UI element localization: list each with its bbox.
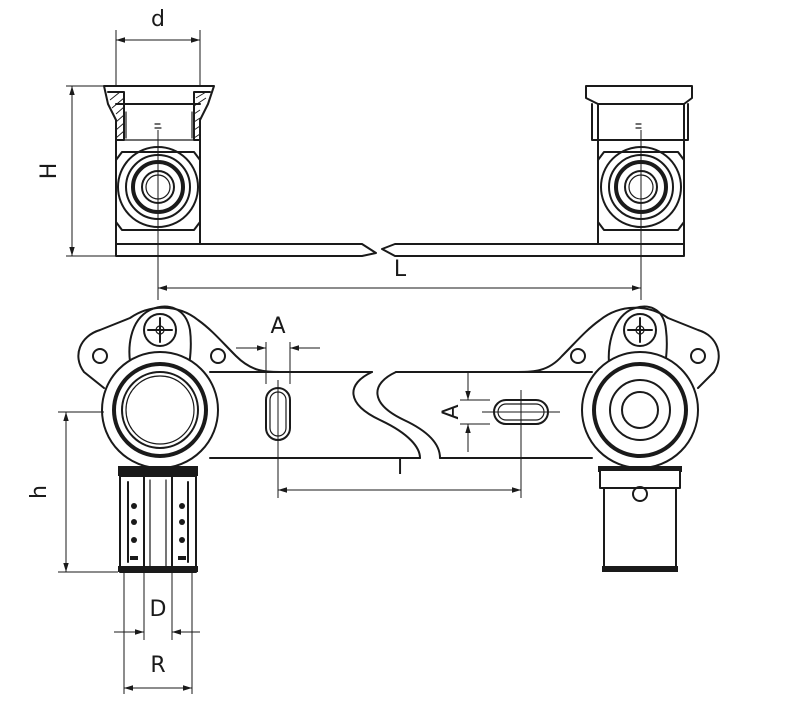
front-view: A A l: [27, 305, 720, 694]
label-R: R: [150, 653, 165, 678]
slot-horizontal: [482, 390, 560, 498]
right-body-front: [581, 351, 699, 469]
left-elbow-hatch: [107, 91, 211, 141]
right-mounting-ear: [517, 305, 720, 389]
right-elbow-view: [585, 85, 693, 245]
label-H: H: [37, 163, 62, 180]
left-press-fitting-seals: [130, 503, 186, 560]
label-D: D: [150, 597, 167, 622]
right-press-fitting-view: [598, 466, 682, 572]
dimension-H: H: [37, 85, 116, 257]
dimension-R: R: [123, 572, 193, 694]
left-press-fitting-section: [118, 466, 198, 573]
dimension-A-vertical: A: [439, 372, 490, 452]
label-A-vertical: A: [439, 404, 464, 419]
slot-vertical: [265, 380, 291, 498]
label-A-horizontal: A: [270, 314, 285, 339]
label-h: h: [27, 485, 52, 499]
dimension-L: L: [157, 130, 642, 300]
label-d: d: [151, 7, 165, 32]
left-body-front: [101, 351, 219, 469]
left-elbow-section: [103, 85, 215, 245]
top-view: d H L: [37, 7, 693, 300]
left-mounting-ear: [77, 305, 281, 389]
mounting-bar: [209, 371, 593, 459]
dimension-A-horizontal: A: [236, 314, 320, 384]
label-l: l: [397, 455, 403, 480]
dimension-d: d: [115, 7, 201, 86]
dimension-D: D: [114, 572, 200, 640]
dimension-l: l: [278, 455, 521, 493]
base-plate: [115, 243, 685, 257]
label-L: L: [394, 257, 407, 282]
dimension-h: h: [27, 411, 118, 573]
